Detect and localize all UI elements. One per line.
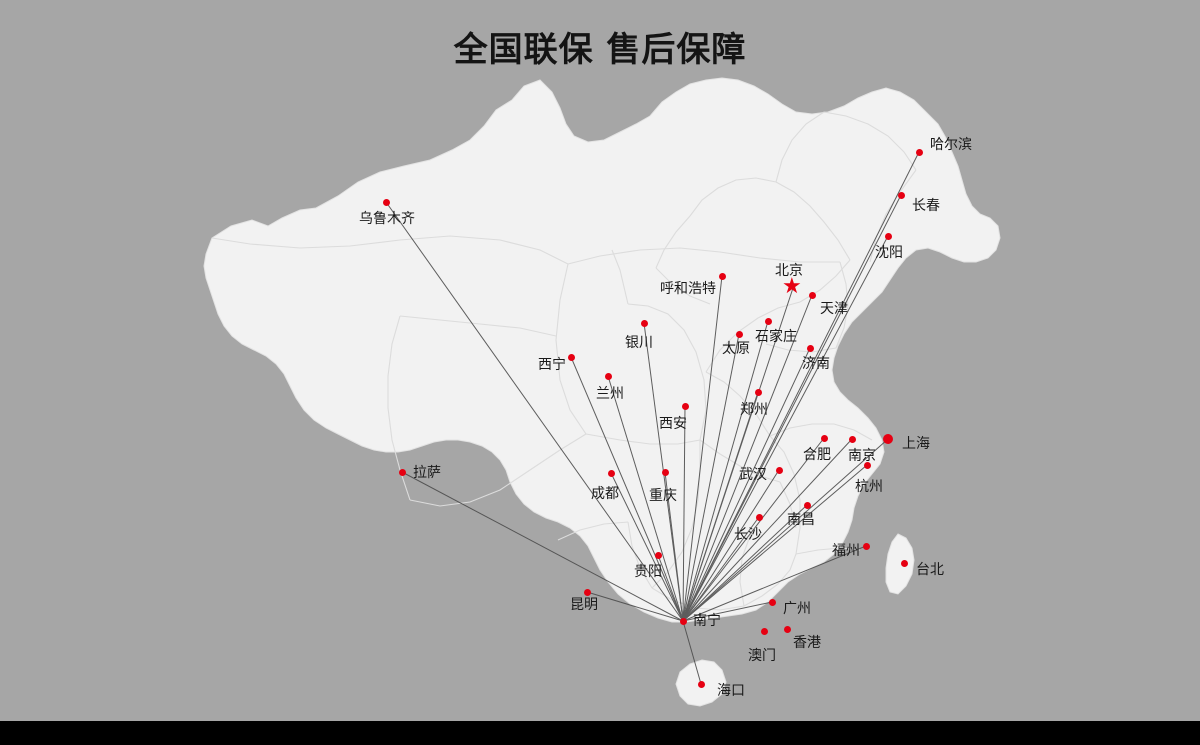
city-label: 广州 <box>783 601 811 617</box>
city-label: 郑州 <box>740 402 768 418</box>
city-dot-icon <box>583 588 591 596</box>
city-label: 南昌 <box>787 512 815 528</box>
city-dot-icon <box>848 435 856 443</box>
city-dot-icon <box>755 513 763 521</box>
city-label: 西宁 <box>538 357 566 373</box>
city-dot-icon <box>884 232 892 240</box>
city-label: 香港 <box>793 635 821 651</box>
city-dot-icon <box>806 344 814 352</box>
city-dot-icon <box>661 468 669 476</box>
city-dot-icon <box>900 559 908 567</box>
city-dot-icon <box>607 469 615 477</box>
city-dot-icon <box>764 317 772 325</box>
city-label: 长春 <box>912 198 940 214</box>
city-dot-icon <box>783 625 791 633</box>
mainland-china-shape <box>203 77 1001 623</box>
city-dot-icon <box>735 330 743 338</box>
city-label: 合肥 <box>803 447 831 463</box>
page-title: 全国联保 售后保障 <box>453 30 747 70</box>
city-label: 福州 <box>832 543 860 559</box>
city-dot-icon <box>862 542 870 550</box>
city-label: 上海 <box>902 436 930 452</box>
map-landmass <box>203 77 1001 707</box>
city-label: 沈阳 <box>875 245 903 261</box>
city-label: 拉萨 <box>413 465 441 481</box>
city-label: 西安 <box>659 416 687 432</box>
city-dot-icon <box>567 353 575 361</box>
city-label: 重庆 <box>649 488 677 504</box>
city-label: 长沙 <box>734 527 762 543</box>
city-dot-icon <box>604 372 612 380</box>
city-dot-icon <box>760 627 768 635</box>
city-label: 贵阳 <box>634 564 662 580</box>
city-dot-icon <box>697 680 705 688</box>
city-dot-icon <box>808 291 816 299</box>
city-label: 兰州 <box>596 386 624 402</box>
city-dot-icon <box>820 434 828 442</box>
city-label: 南京 <box>848 448 876 464</box>
bottom-bar <box>0 721 1200 745</box>
city-label: 杭州 <box>855 479 883 495</box>
city-dot-icon <box>768 598 776 606</box>
city-label: 石家庄 <box>755 329 797 345</box>
city-dot-icon <box>640 319 648 327</box>
province-border-lines <box>211 111 917 611</box>
city-label: 成都 <box>591 486 619 502</box>
hub-dot-icon <box>679 617 687 625</box>
city-dot-icon <box>654 551 662 559</box>
city-dot-icon <box>754 388 762 396</box>
city-dot-icon <box>897 191 905 199</box>
city-dot-icon <box>681 402 689 410</box>
city-label: 天津 <box>820 301 848 317</box>
city-label: 台北 <box>916 562 944 578</box>
city-label: 武汉 <box>739 467 767 483</box>
city-label: 哈尔滨 <box>930 137 972 153</box>
city-dot-icon <box>803 501 811 509</box>
city-dot-icon <box>382 198 390 206</box>
taiwan-island-shape <box>885 533 915 595</box>
city-dot-icon <box>398 468 406 476</box>
city-label: 昆明 <box>570 597 598 613</box>
city-label: 太原 <box>722 341 750 357</box>
city-dot-icon <box>718 272 726 280</box>
city-label: 济南 <box>802 356 830 372</box>
hub-label: 南宁 <box>693 613 721 629</box>
city-label: 乌鲁木齐 <box>359 211 415 227</box>
city-dot-icon <box>915 148 923 156</box>
city-label: 银川 <box>625 335 653 351</box>
city-dot-icon <box>863 461 871 469</box>
city-label: 澳门 <box>748 648 776 664</box>
city-dot-icon <box>883 434 893 444</box>
capital-star-icon: ★ <box>782 274 802 299</box>
city-label: 海口 <box>717 683 745 699</box>
route-lines <box>385 151 920 685</box>
city-label: 呼和浩特 <box>660 281 716 297</box>
city-dot-icon <box>775 466 783 474</box>
city-label: 北京 <box>775 263 803 279</box>
